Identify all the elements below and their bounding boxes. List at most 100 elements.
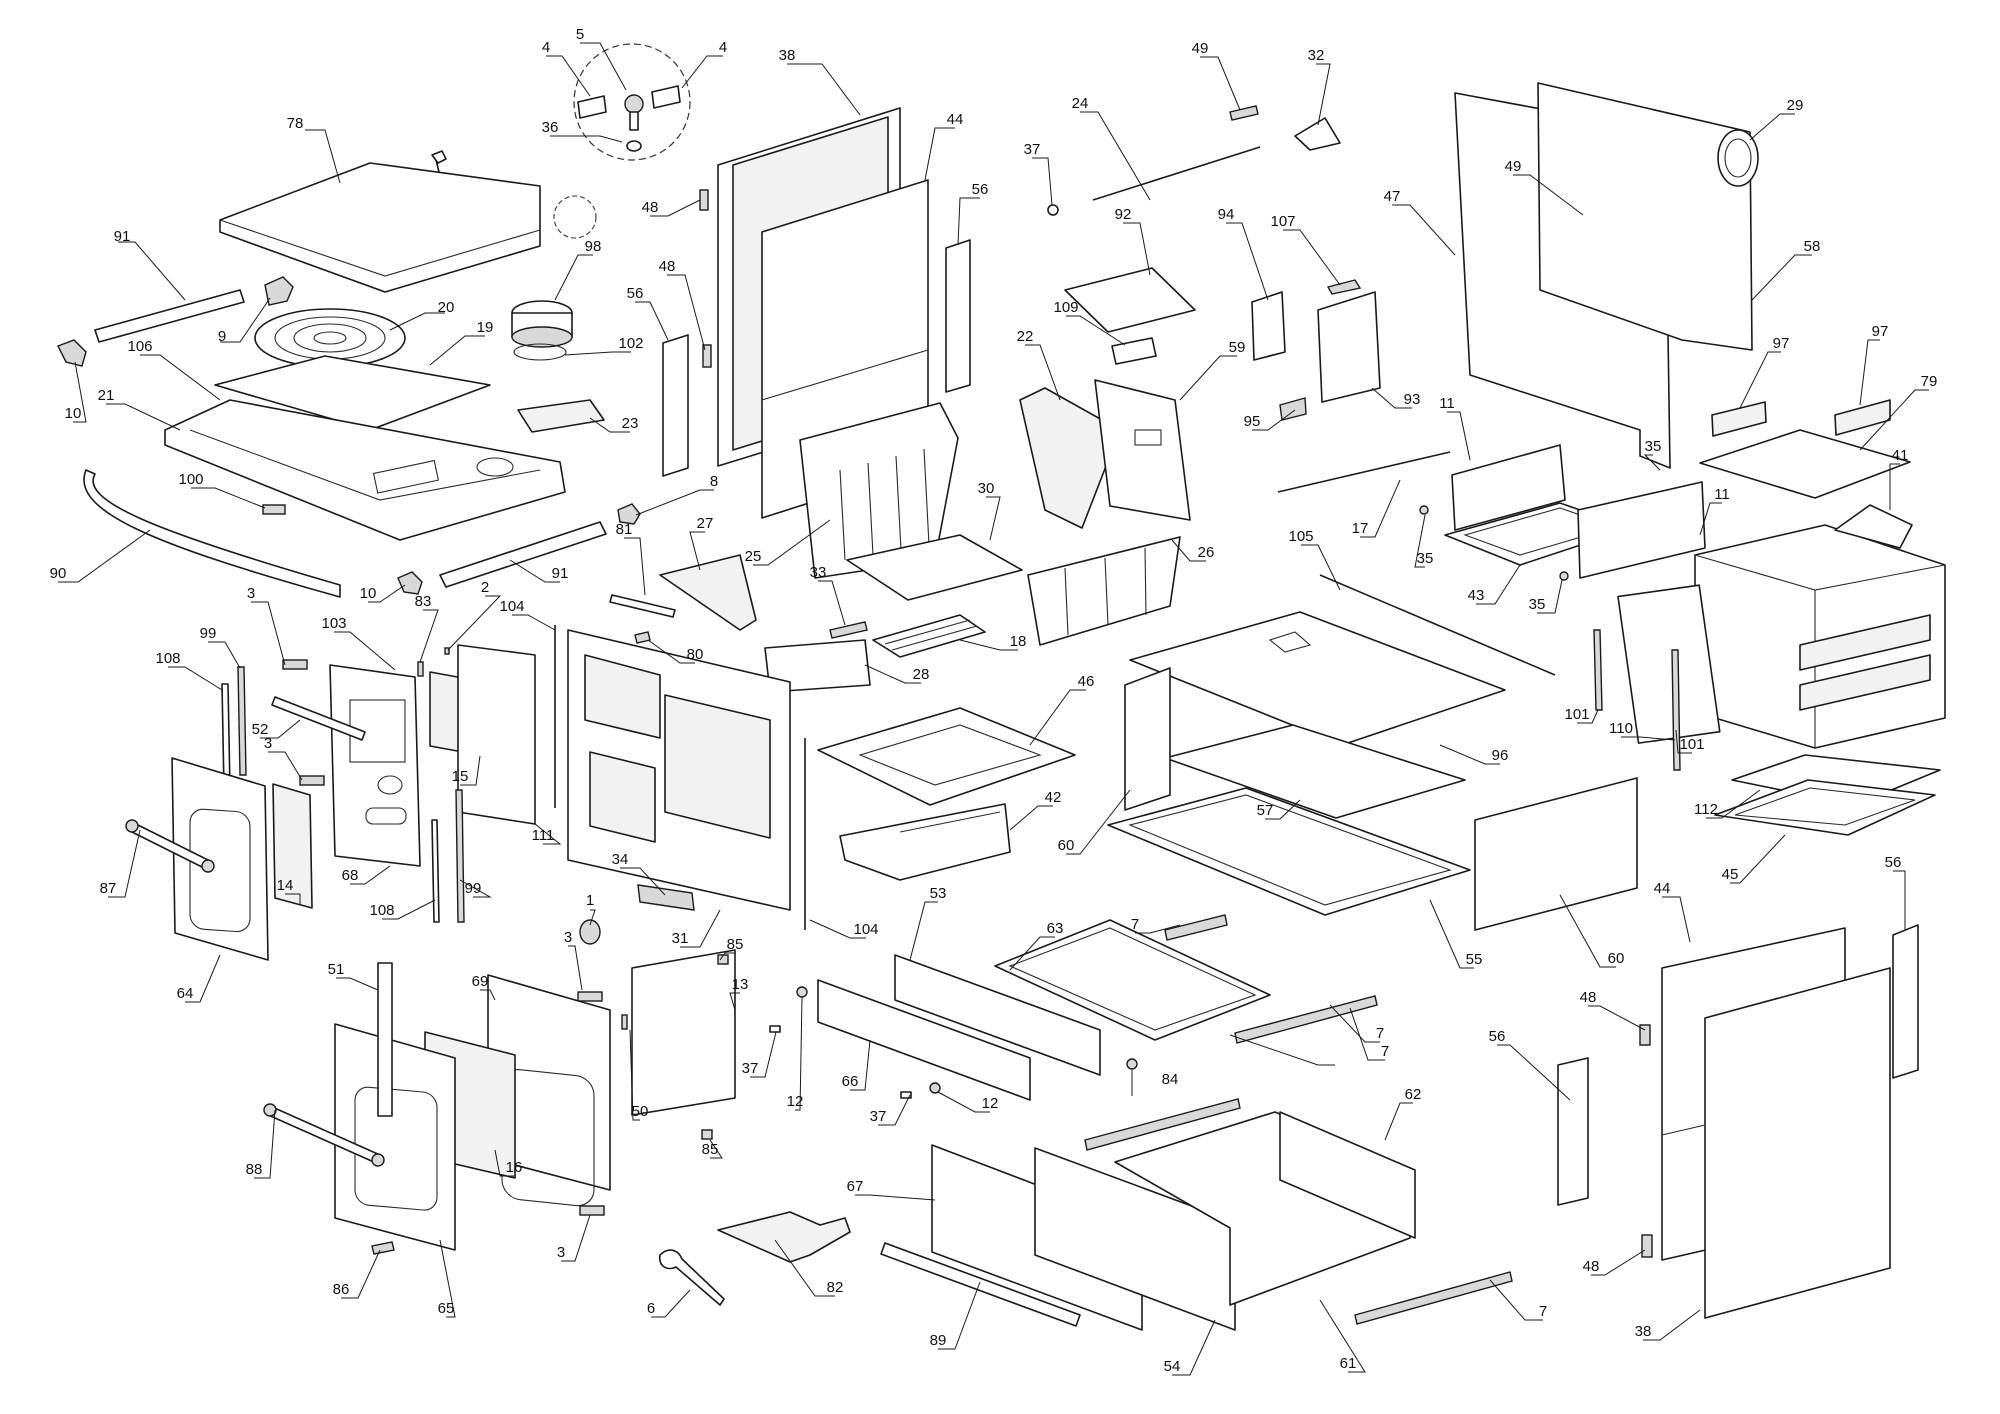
ash-pan-30 xyxy=(846,534,1023,601)
label-94: 94 xyxy=(1218,206,1235,223)
label-84: 84 xyxy=(1162,1071,1179,1088)
base-frame-55 xyxy=(1107,787,1471,916)
callout-labels: 4 5 4 36 78 91 9 10 20 98 19 102 106 21 … xyxy=(50,26,1938,1375)
label-3: 3 xyxy=(557,1244,565,1261)
label-37: 37 xyxy=(1024,141,1041,158)
label-11: 11 xyxy=(1714,486,1730,503)
label-49: 49 xyxy=(1505,158,1522,175)
hinge-plate-right xyxy=(651,85,681,109)
part-107 xyxy=(1326,279,1362,295)
label-98: 98 xyxy=(585,238,602,255)
rod-105 xyxy=(1319,574,1556,676)
label-27: 27 xyxy=(697,515,714,532)
bracket-10-top xyxy=(57,339,87,367)
label-8: 8 xyxy=(710,473,718,490)
label-105: 105 xyxy=(1288,528,1313,545)
label-45: 45 xyxy=(1722,866,1739,883)
label-44: 44 xyxy=(1654,880,1671,897)
label-15: 15 xyxy=(452,768,469,785)
hinge-3-d xyxy=(579,1205,605,1216)
label-3: 3 xyxy=(564,929,572,946)
label-48: 48 xyxy=(1583,1258,1600,1275)
plate-57 xyxy=(1164,724,1466,819)
label-48: 48 xyxy=(659,258,676,275)
shelf-79 xyxy=(1699,429,1911,499)
label-56: 56 xyxy=(1885,854,1902,871)
panel-80-screw xyxy=(634,631,651,644)
label-7: 7 xyxy=(1381,1043,1389,1060)
tray-63 xyxy=(994,919,1271,1041)
spring-86 xyxy=(371,1241,395,1255)
top-knob-78 xyxy=(431,150,447,173)
runner-7-a xyxy=(1164,914,1228,941)
hinge-3-c xyxy=(577,991,603,1002)
panel-13 xyxy=(631,949,736,1116)
label-111: 111 xyxy=(532,827,555,844)
plate-94 xyxy=(1251,291,1286,361)
label-51: 51 xyxy=(328,961,345,978)
label-104: 104 xyxy=(499,598,524,615)
clip-48-b xyxy=(702,344,712,368)
label-69: 69 xyxy=(472,973,489,990)
label-24: 24 xyxy=(1072,95,1089,112)
part-37-top xyxy=(1047,204,1059,216)
badge-100 xyxy=(262,504,286,515)
label-17: 17 xyxy=(1352,520,1369,537)
label-36: 36 xyxy=(542,119,559,136)
side-panel-60-b xyxy=(1474,777,1638,931)
label-33: 33 xyxy=(810,564,827,581)
label-108: 108 xyxy=(369,902,394,919)
label-102: 102 xyxy=(618,335,643,352)
label-7: 7 xyxy=(1539,1303,1547,1320)
label-53: 53 xyxy=(930,885,947,902)
label-57: 57 xyxy=(1257,802,1274,819)
label-88: 88 xyxy=(246,1161,263,1178)
label-28: 28 xyxy=(913,666,930,683)
rod-52 xyxy=(271,696,366,741)
label-44: 44 xyxy=(947,111,964,128)
label-83: 83 xyxy=(415,593,432,610)
door-64 xyxy=(171,757,269,961)
label-12: 12 xyxy=(982,1095,999,1112)
bracket-56-lower-a xyxy=(1892,924,1919,1079)
label-63: 63 xyxy=(1047,920,1064,937)
panel-58 xyxy=(1537,82,1753,351)
drawer-front-54 xyxy=(1034,1147,1236,1331)
rod-24 xyxy=(1092,146,1261,201)
strip-97-b xyxy=(1834,399,1891,436)
runner-7-d xyxy=(1354,1271,1513,1325)
hinge-plate-left xyxy=(577,95,607,119)
rail-rod-91-lower xyxy=(439,521,607,588)
front-frame-26 xyxy=(1027,536,1181,646)
glass-14 xyxy=(272,783,313,909)
label-10: 10 xyxy=(360,585,377,602)
label-4: 4 xyxy=(542,39,550,56)
nut-84 xyxy=(1126,1058,1138,1070)
label-14: 14 xyxy=(277,877,294,894)
label-101: 101 xyxy=(1679,736,1704,753)
drawer-side-62 xyxy=(1279,1111,1416,1239)
label-54: 54 xyxy=(1164,1358,1181,1375)
label-65: 65 xyxy=(438,1300,455,1317)
plate-49-top xyxy=(1229,105,1259,121)
plate-34 xyxy=(637,884,695,911)
bracket-56-b xyxy=(662,334,689,477)
label-56: 56 xyxy=(627,285,644,302)
label-16: 16 xyxy=(506,1159,523,1176)
label-56: 56 xyxy=(1489,1028,1506,1045)
hinge-3-a xyxy=(282,659,308,670)
label-25: 25 xyxy=(745,548,762,565)
hob-plate-19 xyxy=(214,355,491,431)
label-107: 107 xyxy=(1270,213,1295,230)
rail-rod-91-top xyxy=(94,289,245,343)
clip-48-d xyxy=(1641,1234,1653,1258)
baffle-59 xyxy=(1094,379,1191,521)
bracket-10-lower xyxy=(397,571,423,595)
nut-12-a xyxy=(796,986,808,998)
label-108: 108 xyxy=(155,650,180,667)
label-23: 23 xyxy=(622,415,639,432)
label-3: 3 xyxy=(247,585,255,602)
glove-82 xyxy=(717,1211,851,1263)
strip-108-b xyxy=(431,819,440,923)
